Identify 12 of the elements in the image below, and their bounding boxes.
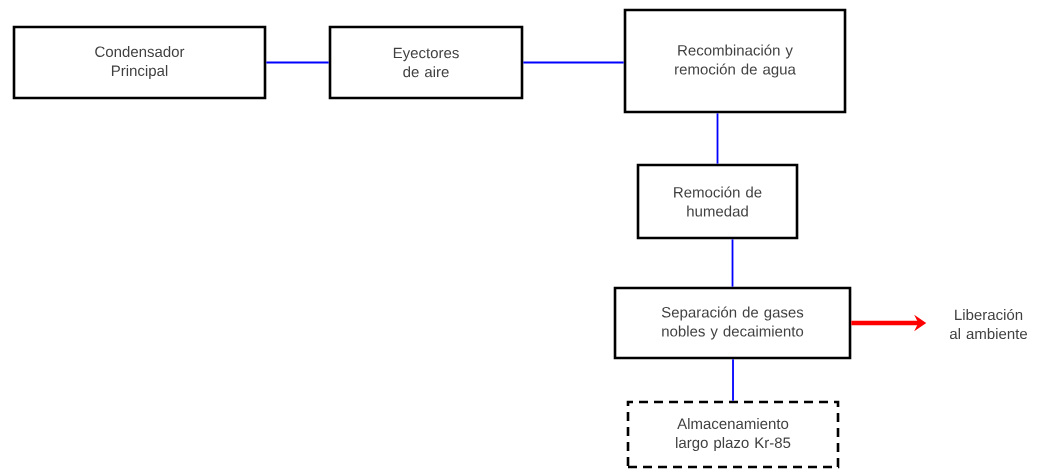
process-box: Recombinación y remoción de agua <box>623 8 847 114</box>
process-box: Condensador Principal <box>12 25 267 100</box>
process-box: Remoción de humedad <box>636 163 799 240</box>
process-box: Separación de gases nobles y decaimiento <box>613 286 852 360</box>
connector-line <box>522 61 625 64</box>
process-box: Eyectores de aire <box>328 25 524 100</box>
connector-line <box>265 61 330 64</box>
connector-line <box>732 358 734 402</box>
dashed-process-box: Almacenamiento largo plazo Kr-85 <box>626 400 840 469</box>
connector-line <box>716 112 719 165</box>
output-label: Liberación al ambiente <box>949 308 1027 340</box>
connector-line <box>731 238 734 288</box>
